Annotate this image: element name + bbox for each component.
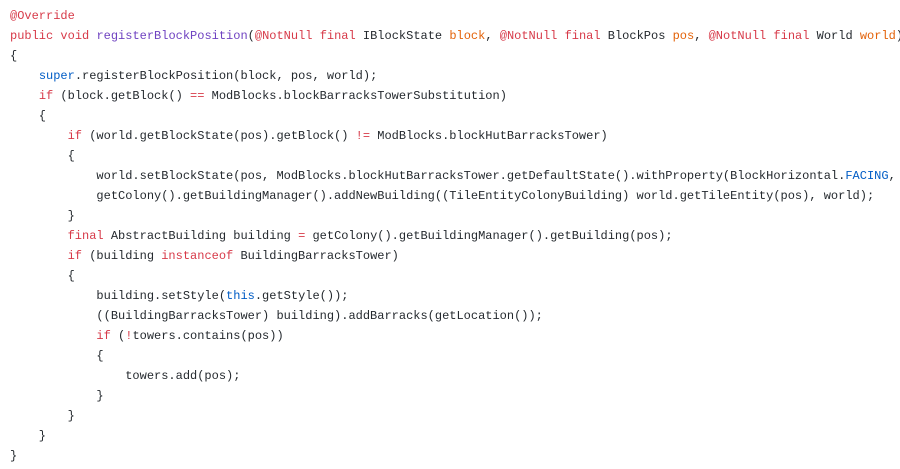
code-token-annotation: @NotNull [708, 29, 767, 43]
code-line: if (building instanceof BuildingBarracks… [10, 246, 900, 266]
code-token-plain [10, 69, 39, 83]
code-token-plain: getColony().getBuildingManager().getBuil… [305, 229, 673, 243]
code-token-plain: { [10, 109, 47, 123]
code-token-plain: (world.getBlockState(pos).getBlock() [82, 129, 356, 143]
code-line: } [10, 386, 900, 406]
code-line: { [10, 146, 900, 166]
code-token-plain: { [10, 349, 104, 363]
code-token-plain: ((BuildingBarracksTower) building).addBa… [10, 309, 543, 323]
code-token-keyword: public [10, 29, 54, 43]
code-token-plain: AbstractBuilding building [103, 229, 299, 243]
code-token-param: world [859, 29, 896, 43]
code-token-annotation: @NotNull [499, 29, 558, 43]
code-token-plain: building.setStyle( [10, 289, 227, 303]
code-token-plain [312, 29, 319, 43]
code-token-param: pos [672, 29, 695, 43]
code-line: { [10, 46, 900, 66]
code-token-plain: towers.add(pos); [10, 369, 241, 383]
code-token-builtin: super [38, 69, 75, 83]
code-token-operator: != [355, 129, 371, 143]
code-token-keyword: if [67, 129, 83, 143]
code-line: } [10, 406, 900, 426]
code-token-plain: , [485, 29, 500, 43]
code-token-plain: } [10, 429, 47, 443]
code-token-annotation: @Override [10, 9, 75, 23]
code-token-keyword: final [773, 29, 810, 43]
code-line: public void registerBlockPosition(@NotNu… [10, 26, 900, 46]
code-token-plain: towers.contains(pos)) [132, 329, 284, 343]
code-token-annotation: @NotNull [254, 29, 313, 43]
code-line: if (!towers.contains(pos)) [10, 326, 900, 346]
code-token-keyword: void [60, 29, 90, 43]
code-token-plain: ( [110, 329, 126, 343]
code-token-plain: } [10, 449, 18, 463]
code-token-plain: } [10, 209, 75, 223]
code-token-plain: } [10, 409, 75, 423]
code-token-param: block [449, 29, 486, 43]
code-line: { [10, 346, 900, 366]
code-token-plain: (building [82, 249, 162, 263]
code-token-operator: ! [125, 329, 133, 343]
code-line: } [10, 426, 900, 446]
code-token-keyword: if [96, 329, 111, 343]
code-line: final AbstractBuilding building = getCol… [10, 226, 900, 246]
code-token-builtin: this [226, 289, 255, 303]
code-token-plain: } [10, 389, 104, 403]
code-token-keyword: final [564, 29, 601, 43]
code-token-plain: BuildingBarracksTower) [233, 249, 399, 263]
code-editor[interactable]: @Override public void registerBlockPositi… [10, 6, 900, 466]
code-token-plain: { [10, 149, 75, 163]
code-token-plain [10, 129, 68, 143]
code-token-keyword: final [67, 229, 104, 243]
code-token-plain: BlockPos [600, 29, 673, 43]
code-token-plain: ModBlocks.blockBarracksTowerSubstitution… [204, 89, 507, 103]
code-line: world.setBlockState(pos, ModBlocks.block… [10, 166, 900, 186]
code-token-plain: ModBlocks.blockHutBarracksTower) [370, 129, 608, 143]
code-token-plain: (block.getBlock() [53, 89, 191, 103]
code-line: @Override [10, 6, 900, 26]
code-token-plain: .getStyle()); [254, 289, 349, 303]
code-token-operator: == [190, 89, 205, 103]
code-line: { [10, 266, 900, 286]
code-line: ((BuildingBarracksTower) building).addBa… [10, 306, 900, 326]
code-token-plain: .registerBlockPosition(block, pos, world… [74, 69, 378, 83]
code-line: if (world.getBlockState(pos).getBlock() … [10, 126, 900, 146]
code-line: towers.add(pos); [10, 366, 900, 386]
code-token-plain: world.setBlockState(pos, ModBlocks.block… [10, 169, 846, 183]
code-token-plain: ) [896, 29, 900, 43]
code-token-plain [10, 89, 39, 103]
code-token-plain: , [694, 29, 709, 43]
code-token-plain: IBlockState [355, 29, 450, 43]
code-token-plain: , [888, 169, 896, 183]
code-line: } [10, 446, 900, 466]
code-token-plain: World [809, 29, 860, 43]
code-token-keyword: instanceof [161, 249, 234, 263]
code-token-keyword: if [67, 249, 83, 263]
code-token-constant: FACING [845, 169, 889, 183]
code-token-plain [10, 329, 96, 343]
code-line: getColony().getBuildingManager().addNewB… [10, 186, 900, 206]
code-token-keyword: final [319, 29, 356, 43]
code-line: super.registerBlockPosition(block, pos, … [10, 66, 900, 86]
code-token-plain: { [10, 269, 75, 283]
code-token-plain [557, 29, 564, 43]
code-line: { [10, 106, 900, 126]
code-line: building.setStyle(this.getStyle()); [10, 286, 900, 306]
code-token-operator: = [298, 229, 306, 243]
code-token-method: registerBlockPosition [96, 29, 248, 43]
code-line: } [10, 206, 900, 226]
code-line: if (block.getBlock() == ModBlocks.blockB… [10, 86, 900, 106]
code-token-plain [10, 229, 68, 243]
code-token-plain [10, 249, 68, 263]
code-token-plain: ( [247, 29, 255, 43]
code-token-keyword: if [38, 89, 54, 103]
code-token-plain: { [10, 49, 18, 63]
code-token-plain: getColony().getBuildingManager().addNewB… [10, 189, 875, 203]
